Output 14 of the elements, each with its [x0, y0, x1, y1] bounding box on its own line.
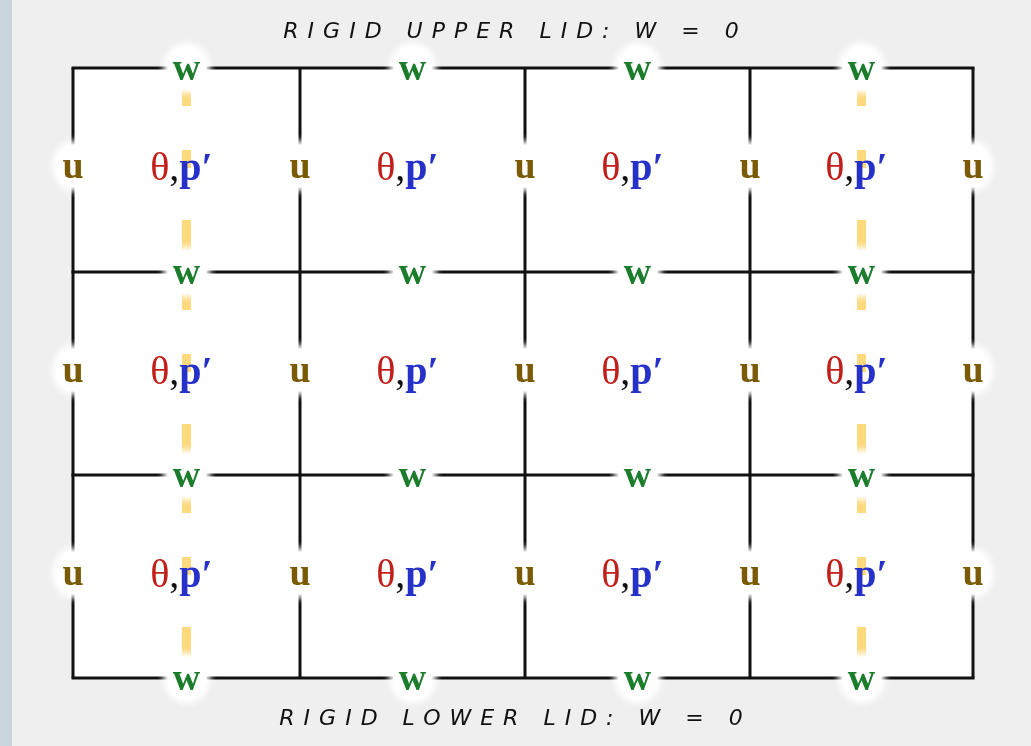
variable-label: θ,p′ — [825, 549, 888, 596]
variable-label: θ,p′ — [150, 142, 213, 190]
variable-label: θ,p′ — [825, 142, 888, 190]
variable-label: θ,p′ — [376, 142, 439, 190]
variable-label: θ,p′ — [376, 549, 439, 596]
variable-label: θ,p′ — [601, 549, 664, 596]
title: RIGID UPPER LID: W = 0 — [282, 18, 749, 43]
variable-label: θ,p′ — [150, 346, 213, 393]
variable-label: θ,p′ — [150, 549, 213, 596]
variable-label: θ,p′ — [825, 346, 888, 393]
variable-label: θ,p′ — [601, 346, 664, 393]
variable-label: θ,p′ — [376, 346, 439, 393]
variable-label: θ,p′ — [601, 142, 664, 190]
caption: RIGID LOWER LID: W = 0 — [278, 705, 753, 730]
